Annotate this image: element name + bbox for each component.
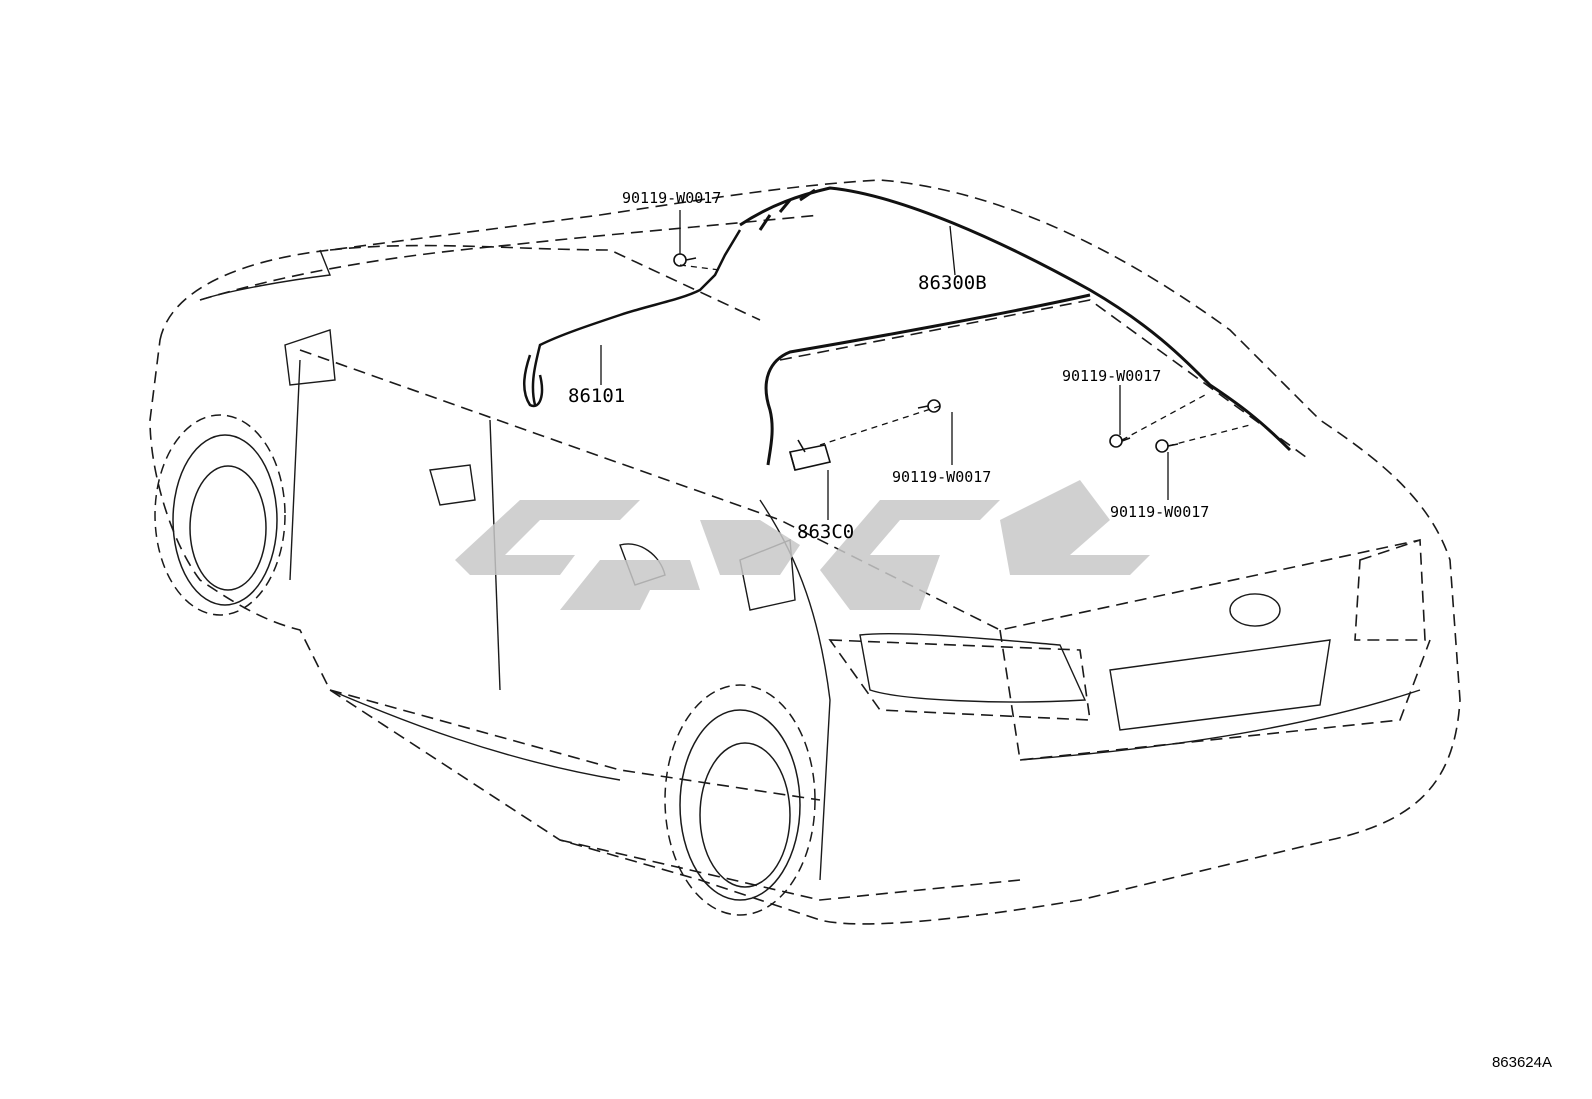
label-clip-top: 90119-W0017 [622,189,721,207]
roof-harness-86300b [739,186,1292,466]
label-clip-right-lower: 90119-W0017 [1110,503,1209,521]
car-body-outline [149,179,1461,925]
clip-icon-right-upper [1109,434,1131,448]
clip-icon-mid [917,399,941,413]
car-brand-watermark [455,480,1150,610]
label-harness-front: 86101 [568,385,625,407]
amplifier-863c0 [788,439,832,471]
front-harness-86101 [523,229,742,408]
clip-icon-top [673,253,697,267]
clip-icon-right-lower [1155,439,1179,453]
car-solid-lines [199,249,1421,881]
front-wheel [154,414,286,616]
diagram-reference-code: 863624A [1491,1054,1552,1071]
label-clip-mid: 90119-W0017 [892,468,991,486]
label-clip-right-upper: 90119-W0017 [1062,367,1161,385]
label-harness-roof: 86300B [918,272,987,294]
rear-wheel [664,684,816,916]
label-amplifier: 863C0 [797,521,854,543]
leader-lines [600,210,1251,520]
clip-icons [673,253,1179,453]
